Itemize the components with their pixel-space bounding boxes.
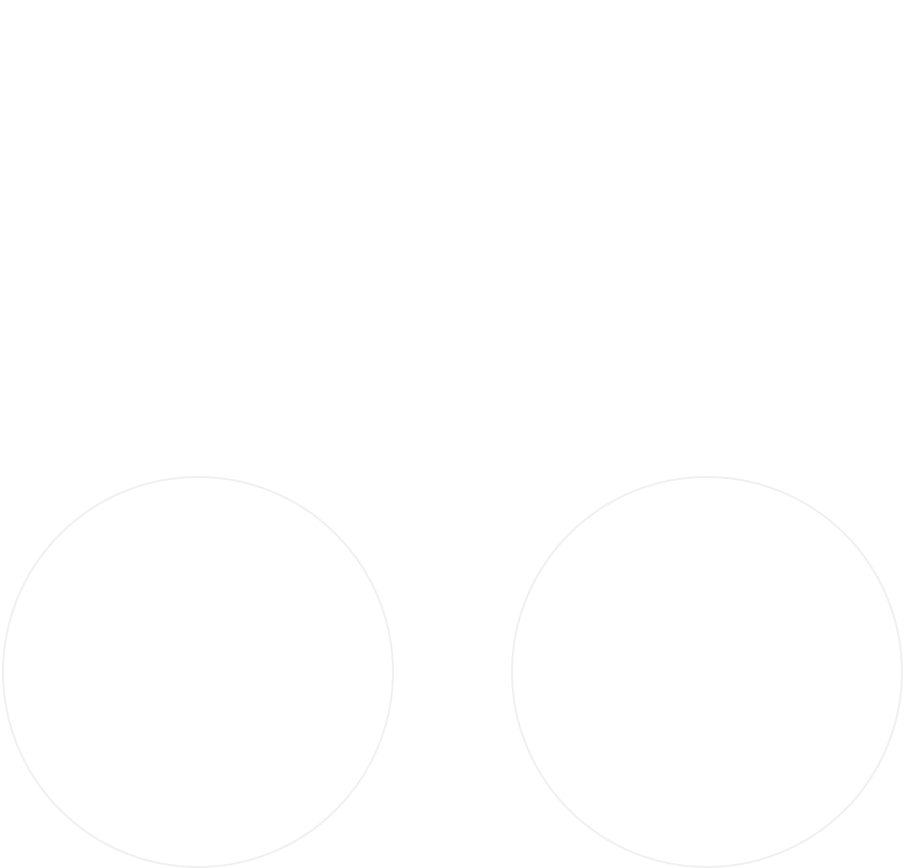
left-circle-outline	[2, 476, 394, 868]
right-circle-outline	[511, 476, 903, 868]
